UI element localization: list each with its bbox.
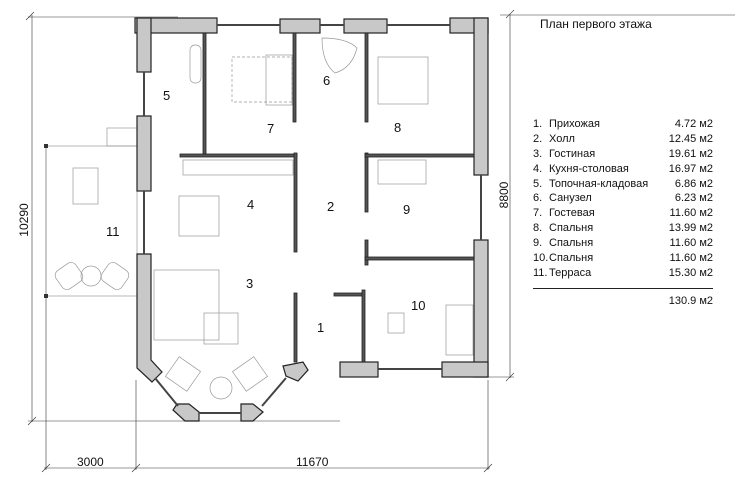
legend-row: 9. Спальня 11.60 м2 (533, 236, 713, 251)
legend-area: 13.99 м2 (668, 222, 713, 235)
room-label-5: 5 (163, 88, 171, 103)
legend-num: 1. (533, 118, 543, 130)
legend-area: 15.30 м2 (668, 266, 713, 279)
legend-area: 6.23 м2 (674, 192, 713, 205)
dimension-bottom-main: 11670 (296, 455, 329, 469)
legend-name: Спальня (549, 252, 594, 265)
room-label-10: 10 (411, 298, 426, 313)
legend-row: 10.Спальня 11.60 м2 (533, 251, 713, 266)
terrace (44, 127, 138, 298)
legend-num: 2. (533, 132, 543, 145)
room-label-9: 9 (403, 202, 411, 217)
legend-num: 9. (533, 237, 543, 250)
legend-row: 7. Гостевая 11.60 м2 (533, 206, 713, 221)
legend-row: 3. Гостиная 19.61 м2 (533, 147, 713, 162)
legend-name: Кухня-столовая (549, 162, 629, 175)
exterior-walls (134, 17, 489, 422)
legend-name: Гостевая (549, 207, 595, 220)
legend-name: Спальня (549, 222, 594, 235)
room-label-3: 3 (246, 276, 254, 291)
legend-row: 11.Терраса 15.30 м2 (533, 266, 713, 281)
room-label-1: 1 (317, 320, 325, 335)
dimension-left: 10290 (17, 203, 31, 237)
legend-row: 2. Холл 12.45 м2 (533, 132, 713, 147)
legend-name: Топочная-кладовая (549, 177, 649, 190)
room-label-7: 7 (267, 121, 275, 136)
legend-num: 10. (533, 252, 549, 265)
dimension-lines (25, 9, 735, 473)
legend-area: 11.60 м2 (669, 252, 713, 265)
legend-num: 8. (533, 222, 543, 235)
legend-num: 3. (533, 147, 543, 160)
total-area: 130.9 м2 (668, 294, 713, 307)
legend-area: 16.97 м2 (668, 162, 713, 175)
legend-area: 19.61 м2 (668, 147, 713, 160)
dimension-bottom-left: 3000 (77, 455, 104, 469)
legend-name: Гостиная (549, 147, 596, 160)
legend-area: 6.86 м2 (674, 177, 713, 190)
legend-area: 4.72 м2 (674, 118, 713, 130)
room-label-11: 11 (106, 224, 120, 239)
room-label-4: 4 (247, 197, 255, 212)
dimension-right: 8800 (497, 181, 511, 209)
legend-area: 11.60 м2 (669, 237, 713, 250)
legend-row: 5. Топочная-кладовая 6.86 м2 (533, 177, 713, 192)
total-divider (533, 287, 713, 289)
legend-num: 6. (533, 192, 543, 205)
legend-name: Терраса (549, 266, 592, 279)
legend-row: 6. Санузел 6.23 м2 (533, 191, 713, 206)
legend-name: Санузел (549, 192, 592, 205)
interior-walls (179, 32, 475, 363)
legend-row: 4. Кухня-столовая 16.97 м2 (533, 162, 713, 177)
legend-name: Спальня (549, 237, 594, 250)
legend-area: 11.60 м2 (669, 207, 713, 220)
legend-row: 8. Спальня 13.99 м2 (533, 221, 713, 236)
legend-name: Прихожая (549, 118, 600, 130)
legend-area: 12.45 м2 (668, 132, 713, 145)
furniture (153, 37, 474, 400)
legend-name: Холл (549, 132, 575, 145)
legend-num: 11. (533, 266, 548, 279)
legend-num: 5. (533, 177, 543, 190)
plan-title: План первого этажа (540, 17, 652, 31)
room-label-6: 6 (323, 73, 331, 88)
legend-num: 4. (533, 162, 543, 175)
legend-row: 1. Прихожая 4.72 м2 (533, 117, 713, 132)
room-label-2: 2 (327, 199, 335, 214)
legend-num: 7. (533, 207, 543, 220)
room-label-8: 8 (394, 120, 402, 135)
room-legend: 1. Прихожая 4.72 м2 2. Холл 12.45 м2 3. Гости… (533, 117, 713, 307)
